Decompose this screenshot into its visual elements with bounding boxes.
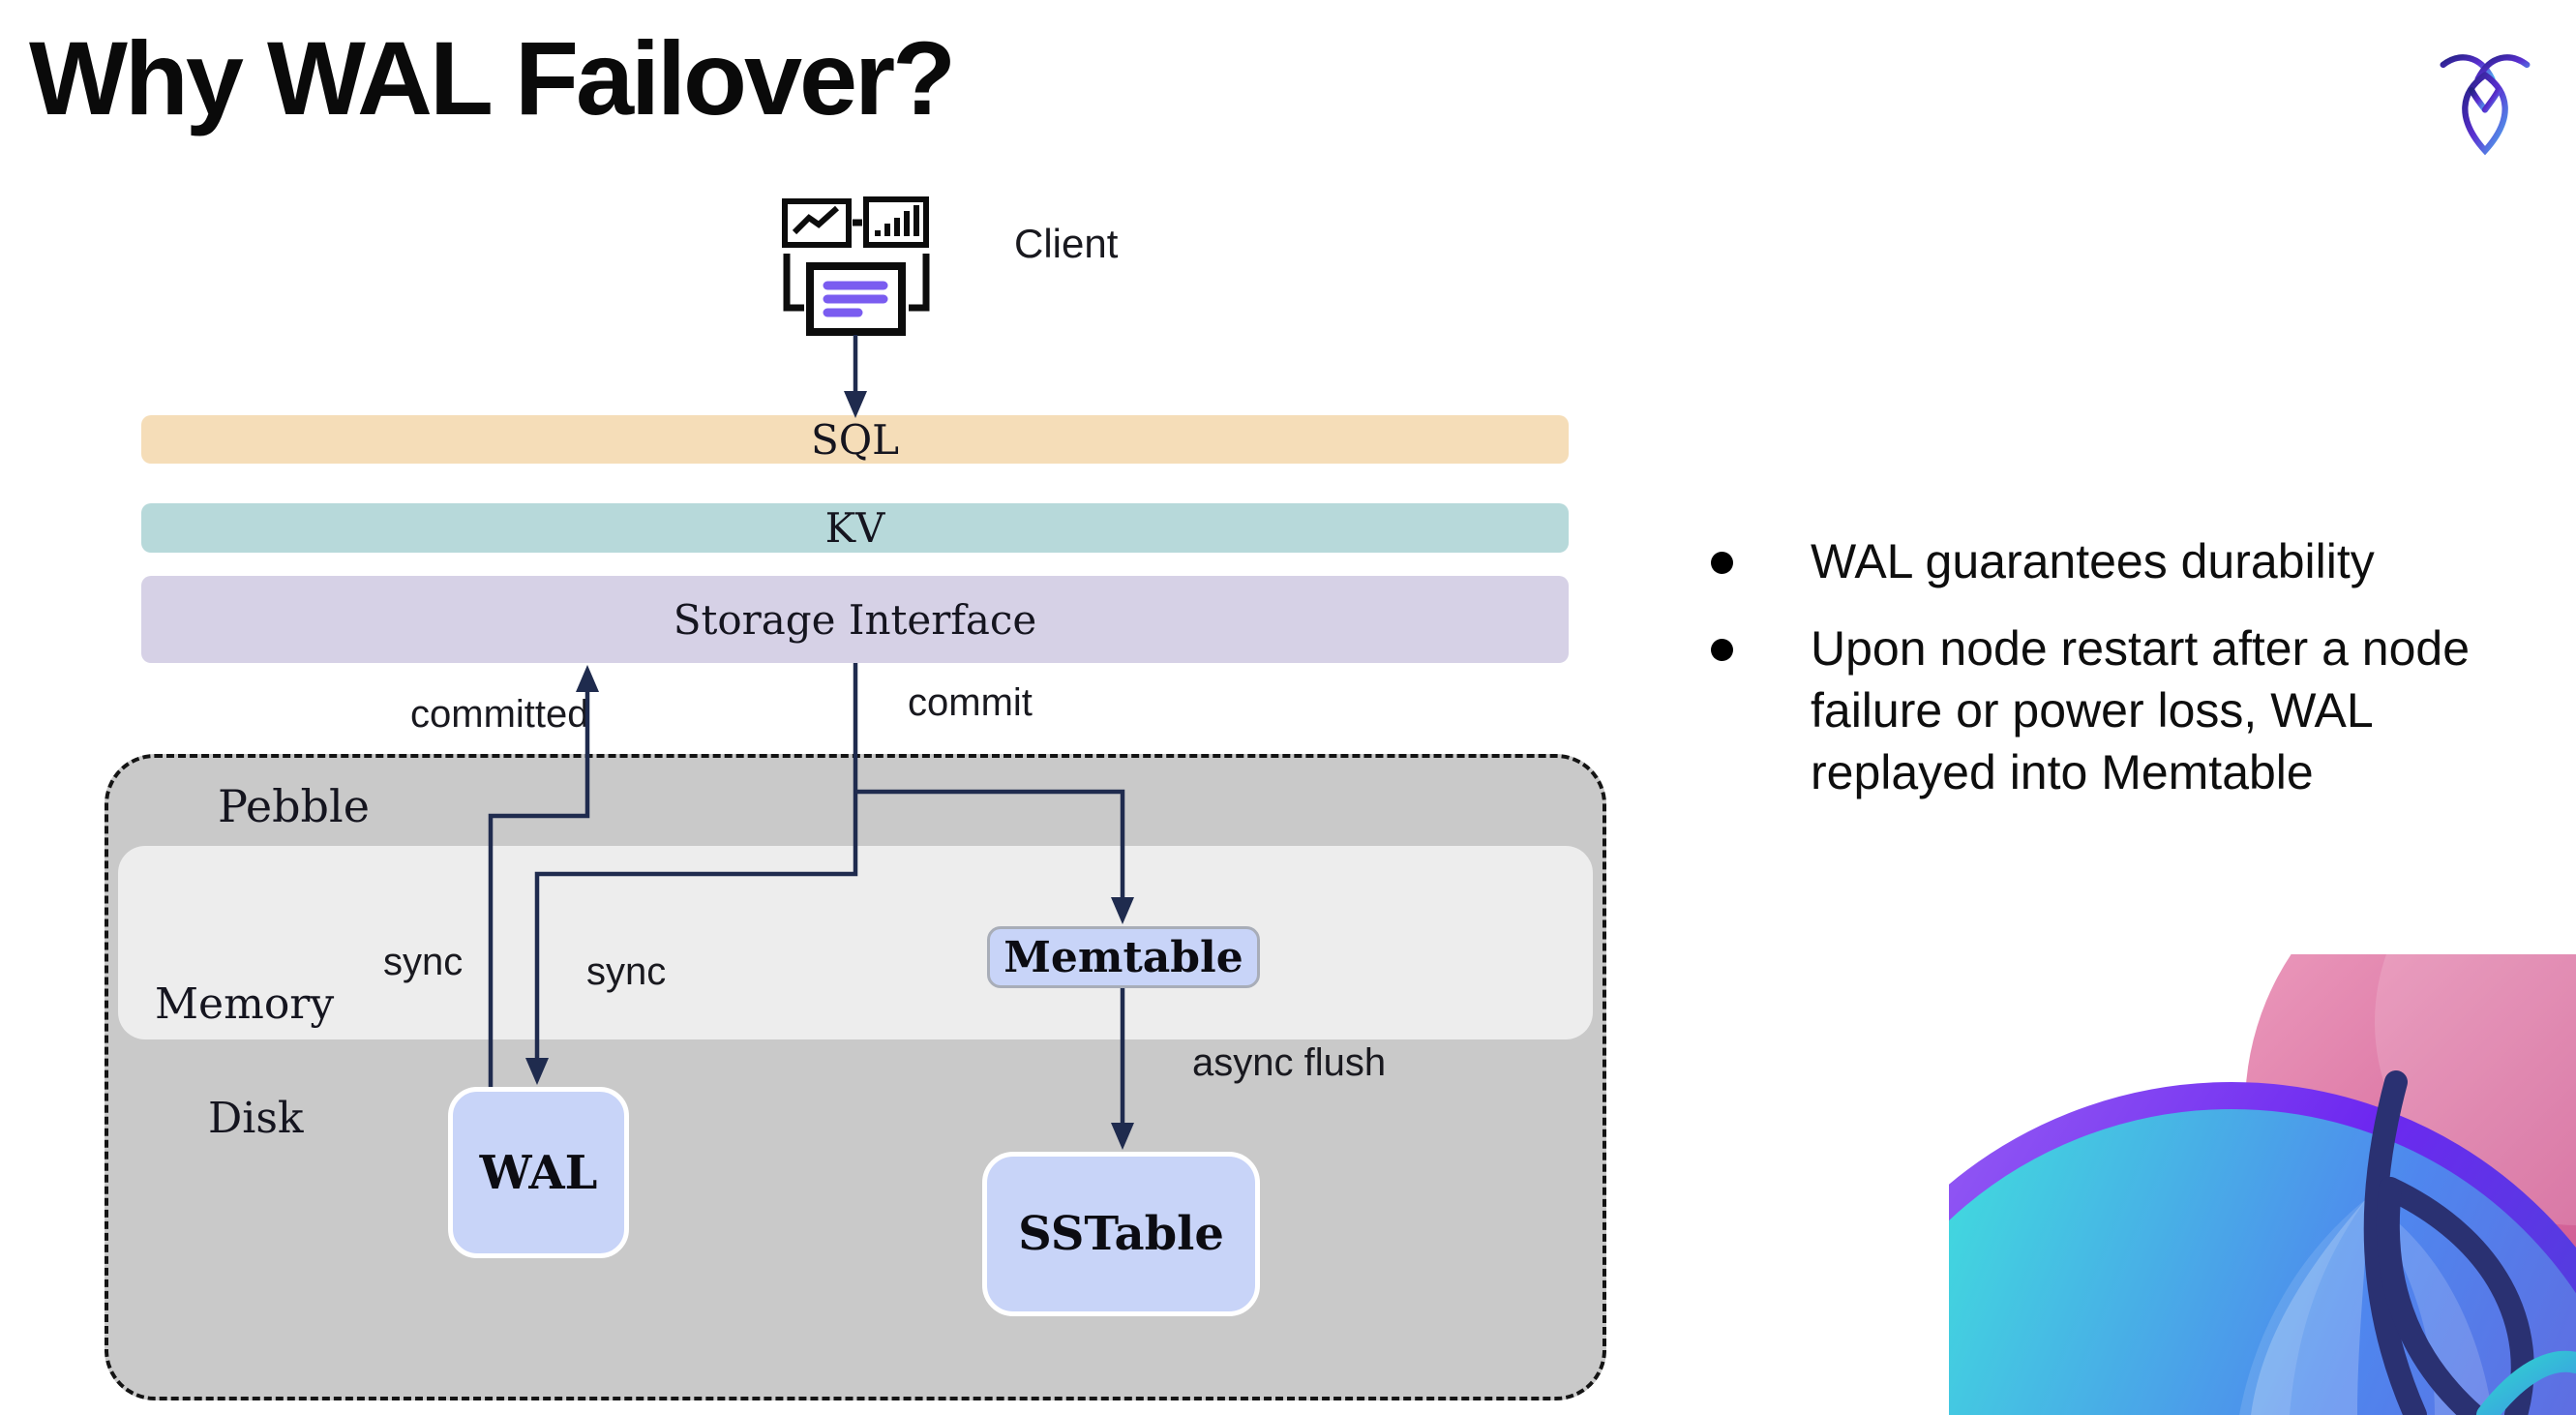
bullet-list: WAL guarantees durability Upon node rest…	[1711, 530, 2502, 828]
edge-label-async-flush: async flush	[1192, 1041, 1387, 1084]
cockroachdb-logo-icon	[2440, 54, 2531, 156]
brand-corner-art-image	[1949, 954, 2576, 1415]
page-title: Why WAL Failover?	[29, 19, 956, 136]
edge-label-sync-out: sync	[383, 941, 464, 983]
disk-label: Disk	[208, 1094, 304, 1143]
layer-sql-label: SQL	[810, 415, 900, 464]
bullet-icon	[1711, 639, 1733, 661]
layer-kv: KV	[141, 503, 1569, 553]
bullet-item: Upon node restart after a node failure o…	[1711, 617, 2502, 803]
bullet-text: Upon node restart after a node failure o…	[1811, 621, 2471, 799]
edge-label-commit: commit	[908, 681, 1033, 724]
layer-sql: SQL	[141, 415, 1569, 464]
document-lines-glyph	[823, 281, 888, 317]
wal-node: WAL	[448, 1087, 629, 1258]
sstable-node: SSTable	[982, 1152, 1260, 1316]
sstable-node-label: SSTable	[1018, 1207, 1224, 1261]
memory-region	[118, 846, 1593, 1039]
memtable-node-label: Memtable	[1003, 932, 1243, 982]
right-bracket-glyph	[909, 254, 930, 312]
memtable-node: Memtable	[987, 926, 1260, 988]
bullet-text: WAL guarantees durability	[1811, 534, 2375, 588]
client-app-icon	[782, 196, 930, 336]
left-bracket-glyph	[783, 254, 804, 312]
bar-chart-glyph	[875, 205, 919, 236]
layer-kv-label: KV	[824, 504, 885, 552]
client-label: Client	[1014, 221, 1119, 266]
memory-label: Memory	[155, 979, 335, 1029]
edge-label-committed: committed	[410, 693, 589, 736]
pebble-label: Pebble	[218, 780, 370, 832]
layer-storage-interface: Storage Interface	[141, 576, 1569, 663]
bullet-icon	[1711, 552, 1733, 574]
wal-node-label: WAL	[479, 1145, 598, 1200]
edge-label-sync-in: sync	[586, 950, 667, 993]
layer-storage-label: Storage Interface	[673, 595, 1037, 644]
bullet-item: WAL guarantees durability	[1711, 530, 2502, 592]
line-chart-glyph	[792, 205, 840, 235]
